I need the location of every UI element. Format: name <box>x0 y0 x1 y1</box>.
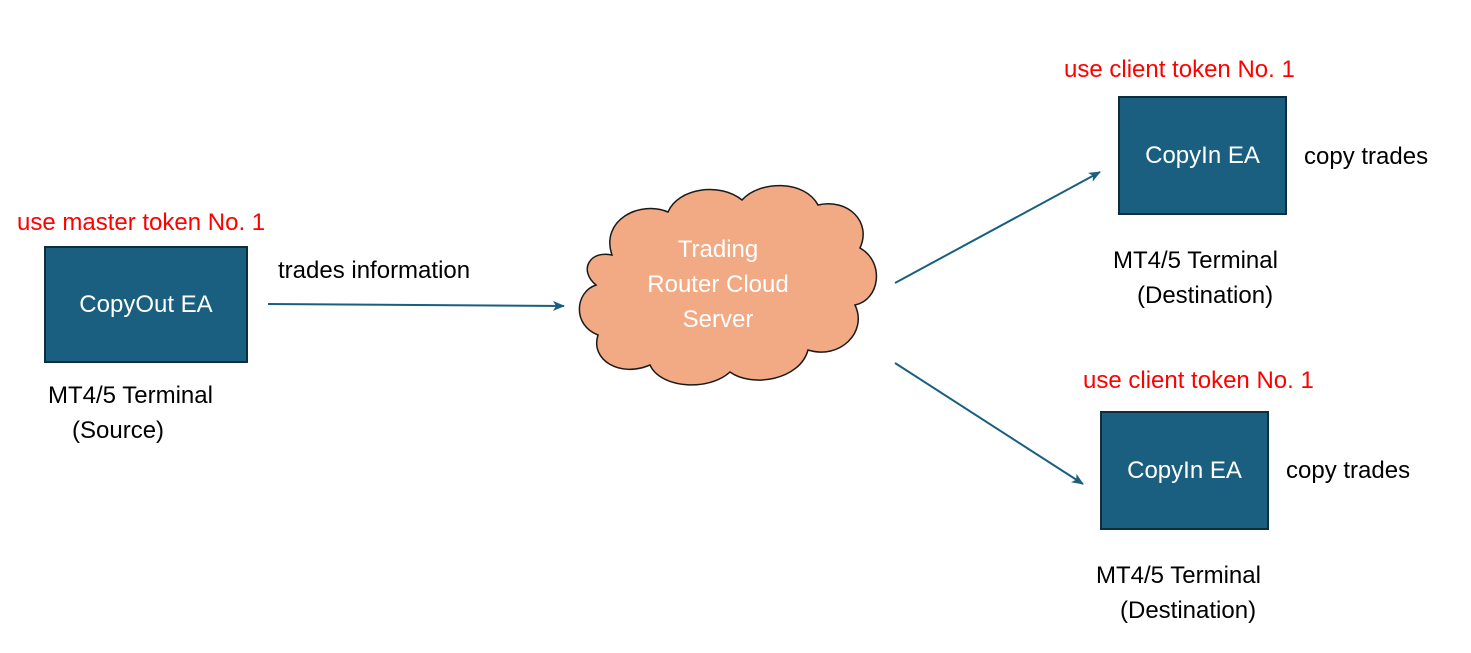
client-token-label-2: use client token No. 1 <box>1083 367 1314 394</box>
arrow-cloud-to-destination-2 <box>894 362 1084 485</box>
copyin-ea-box-2: CopyIn EA <box>1100 411 1269 530</box>
destination-terminal-label-2: MT4/5 Terminal (Destination) <box>1096 558 1261 628</box>
destination-terminal-label-1: MT4/5 Terminal (Destination) <box>1113 243 1278 313</box>
arrow-source-to-cloud <box>267 300 565 311</box>
destination-terminal-role-2: (Destination) <box>1120 597 1257 624</box>
cloud-line-3: Server <box>682 306 754 333</box>
destination-terminal-name-1: MT4/5 Terminal <box>1113 247 1278 274</box>
trades-information-label: trades information <box>278 257 471 284</box>
copyout-ea-box: CopyOut EA <box>44 246 248 363</box>
source-terminal-name: MT4/5 Terminal <box>48 382 213 409</box>
cloud-shape <box>578 184 877 386</box>
source-terminal-label: MT4/5 Terminal (Source) <box>48 378 213 448</box>
source-terminal-role: (Source) <box>72 417 165 444</box>
copyin-ea-label-1: CopyIn EA <box>1145 141 1260 169</box>
arrow-cloud-to-destination-1 <box>894 171 1101 284</box>
copy-trades-label-2: copy trades <box>1286 457 1411 484</box>
destination-terminal-role-1: (Destination) <box>1137 282 1274 309</box>
cloud-line-1: Trading <box>677 236 759 263</box>
destination-terminal-name-2: MT4/5 Terminal <box>1096 562 1261 589</box>
client-token-label-1: use client token No. 1 <box>1064 56 1295 83</box>
copyout-ea-label: CopyOut EA <box>79 290 213 318</box>
cloud-line-2: Router Cloud <box>647 271 789 298</box>
master-token-label: use master token No. 1 <box>17 209 266 236</box>
copyin-ea-label-2: CopyIn EA <box>1127 456 1242 484</box>
copy-trades-label-1: copy trades <box>1304 143 1429 170</box>
cloud-server-label: Trading Router Cloud Server <box>600 232 836 337</box>
copyin-ea-box-1: CopyIn EA <box>1118 96 1287 215</box>
